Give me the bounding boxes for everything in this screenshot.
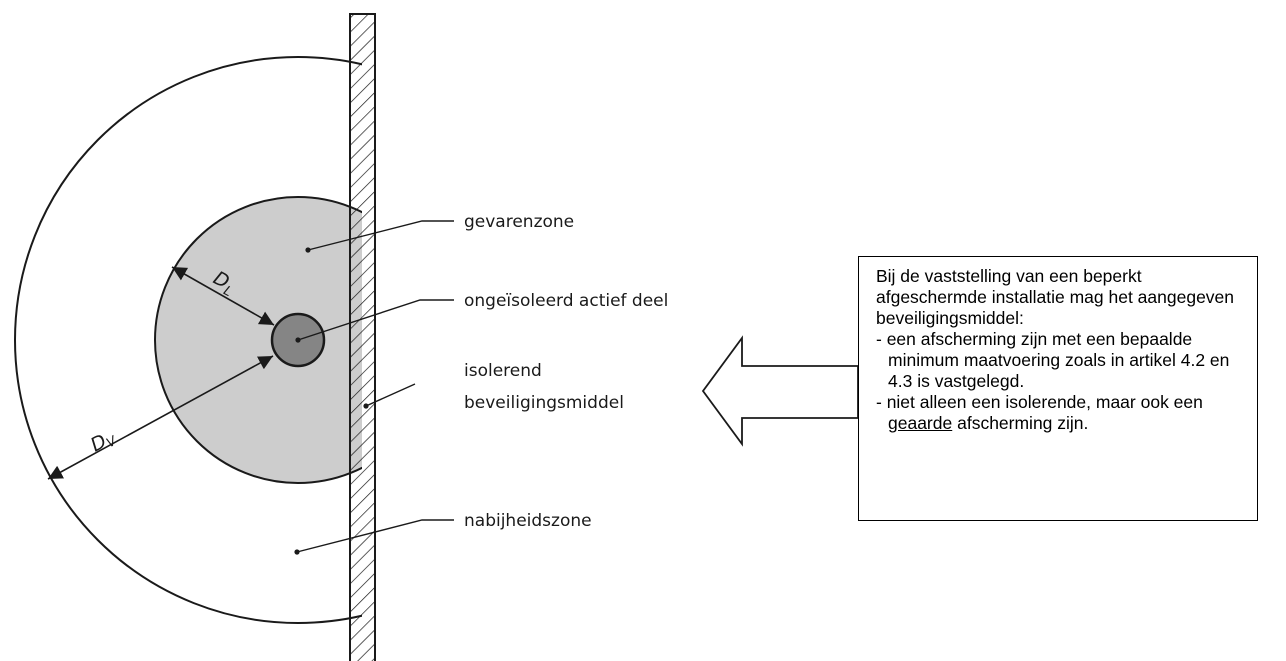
pointer-arrow (701, 335, 859, 447)
insulating-wall (349, 13, 376, 661)
note-item-2: - niet alleen een isolerende, maar ook e… (876, 392, 1247, 434)
dl-dimension-arrow (171, 266, 275, 326)
dv-dimension-arrow (47, 355, 274, 480)
note-box: Bij de vaststelling van een beperkt afge… (858, 256, 1258, 521)
label-live-part: ongeïsoleerd actief deel (464, 291, 668, 311)
dv-label: DV (87, 425, 120, 458)
note-item-2-underlined: geaarde (888, 413, 953, 433)
note-item-2-before: - niet alleen een isolerende, maar ook e… (876, 392, 1203, 412)
leader-danger-zone (305, 220, 454, 253)
leader-live-part (295, 299, 454, 343)
leader-proximity-zone (294, 519, 454, 555)
leader-insulating-means (363, 383, 416, 409)
note-item-1: - een afscherming zijn met een bepaalde … (876, 329, 1230, 391)
label-danger-zone: gevarenzone (464, 212, 574, 232)
label-proximity-zone: nabijheidszone (464, 511, 592, 531)
label-insulating-means-1: isolerend (464, 361, 542, 381)
label-insulating-means-2: beveiligingsmiddel (464, 393, 624, 413)
note-intro: Bij de vaststelling van een beperkt afge… (876, 266, 1235, 328)
note-item-2-after: afscherming zijn. (952, 413, 1089, 433)
proximity-zone (14, 56, 362, 624)
